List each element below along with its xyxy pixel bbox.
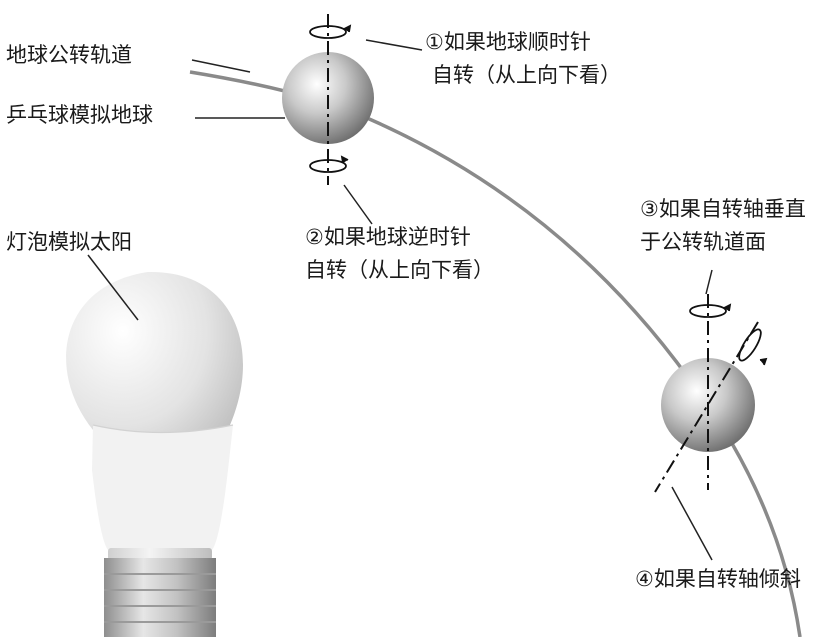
orbit-label: 地球公转轨道 <box>6 43 132 67</box>
case2-line2: 自转（从上向下看） <box>305 258 494 282</box>
light-bulb <box>66 271 243 637</box>
case2-leader <box>343 184 373 225</box>
clockwise-arrow-icon <box>309 24 352 39</box>
case3-line1: ③如果自转轴垂直 <box>640 197 806 221</box>
bulb-label: 灯泡模拟太阳 <box>6 230 132 254</box>
case4-label: ④如果自转轴倾斜 <box>635 567 801 591</box>
case1-line1: ①如果地球顺时针 <box>425 30 591 54</box>
case3-leader <box>705 269 713 295</box>
case3-line2: 于公转轨道面 <box>640 230 766 254</box>
vertical-axis-arrow-icon <box>689 303 732 318</box>
bulb-leader <box>87 254 139 321</box>
counterclockwise-arrow-icon <box>309 155 349 173</box>
case2-line1: ②如果地球逆时针 <box>305 225 471 249</box>
case4-leader <box>671 486 713 561</box>
pingpong-label: 乒乓球模拟地球 <box>6 103 153 127</box>
tilted-axis-arrow-icon <box>738 328 768 366</box>
orbit-leader <box>191 59 251 73</box>
case1-leader <box>365 39 423 51</box>
case1-line2: 自转（从上向下看） <box>432 63 621 87</box>
